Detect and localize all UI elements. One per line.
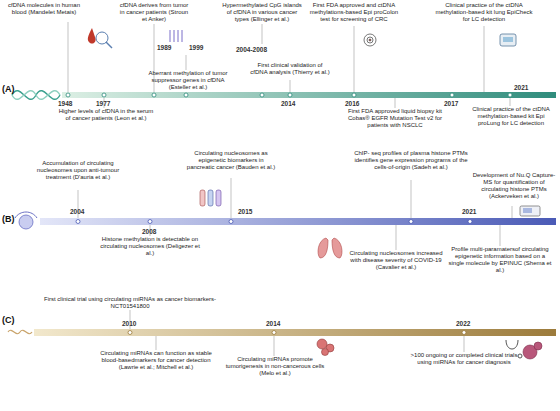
timeline-bar — [40, 218, 556, 225]
panel-label: (C) — [2, 315, 15, 325]
panel-label: (A) — [2, 84, 15, 94]
event-note: cfDNA derives from tumor in cancer patie… — [118, 2, 190, 23]
event-note: >100 ongoing or completed clinical trial… — [404, 352, 524, 366]
panel-label: (B) — [2, 214, 15, 224]
event-note: First FDA approved and ctDNA methylation… — [308, 2, 400, 23]
event-note: First FDA approved liquid biopsy kit Cob… — [345, 108, 445, 129]
year-label: 2004-2008 — [236, 46, 267, 53]
tumor-icon — [523, 342, 542, 359]
year-label: 2008 — [142, 228, 156, 235]
year-label: 2021 — [514, 84, 528, 91]
year-label: 2014 — [266, 320, 280, 327]
dna-icon — [170, 30, 182, 42]
event-note: Clinical practice of the ctDNA methylati… — [435, 2, 533, 23]
leader-lines — [130, 310, 464, 356]
cells-icon — [317, 339, 334, 356]
helix-icon — [12, 91, 60, 100]
year-label: 2015 — [238, 208, 252, 215]
year-label: 1977 — [96, 100, 110, 107]
lungs-icon — [318, 238, 342, 258]
tick-dots — [76, 220, 472, 224]
event-note: Circulating nucleosomes as epigenetic bi… — [185, 150, 277, 171]
tube-icon — [200, 190, 221, 206]
timeline-bar — [34, 329, 556, 336]
rna-icon — [8, 330, 32, 333]
blood-drop-icon — [88, 28, 112, 48]
ms-device-icon — [520, 206, 540, 216]
nucleosome-icon — [15, 212, 37, 229]
year-label: 2016 — [345, 100, 359, 107]
event-note: Clinical practice of the ctDNA methylati… — [468, 106, 554, 127]
event-note: Aberrant methylation of tumor suppressor… — [142, 70, 234, 91]
event-note: Profile multi-paramatersof circulating e… — [448, 246, 552, 274]
event-note: ChIP- seq profiles of plasma histone PTM… — [352, 150, 470, 171]
event-note: Histone methylation is detectable on cir… — [96, 236, 204, 257]
event-note: First clinical trial using circulating m… — [40, 296, 220, 310]
year-label: 2004 — [70, 208, 84, 215]
year-label: 1989 — [157, 44, 171, 51]
year-label: 2017 — [444, 100, 458, 107]
tick-dots — [66, 93, 512, 97]
event-note: Circulating miRNAs can function as stabl… — [92, 350, 220, 371]
year-label: 1948 — [58, 100, 72, 107]
event-note: Circulating miRNAs promote tumorigenesis… — [220, 356, 330, 377]
year-label: 2022 — [456, 320, 470, 327]
event-note: Higher levels of cfDNA in the serum of c… — [56, 108, 156, 122]
year-label: 2014 — [281, 100, 295, 107]
year-label: 2021 — [462, 208, 476, 215]
leader-lines — [68, 22, 510, 108]
year-label: 2010 — [122, 320, 136, 327]
year-label: 1999 — [189, 44, 203, 51]
event-note: cfDNA molecules in human blood (Mandelet… — [4, 2, 84, 16]
event-note: Hypermethylated CpG islands of cfDNA in … — [222, 2, 302, 23]
event-note: Circulating nucleosomes increased with d… — [348, 250, 444, 271]
tick-dots — [128, 331, 466, 335]
event-note: Development of Nu.Q Capture-MS for quant… — [472, 172, 556, 200]
device-icon — [500, 34, 516, 46]
event-note: Accumulation of circulating nucleosomes … — [28, 160, 128, 181]
target-icon — [364, 34, 376, 46]
event-note: First clinical validation of cfDNA analy… — [250, 62, 330, 76]
timeline-bar — [62, 92, 556, 98]
